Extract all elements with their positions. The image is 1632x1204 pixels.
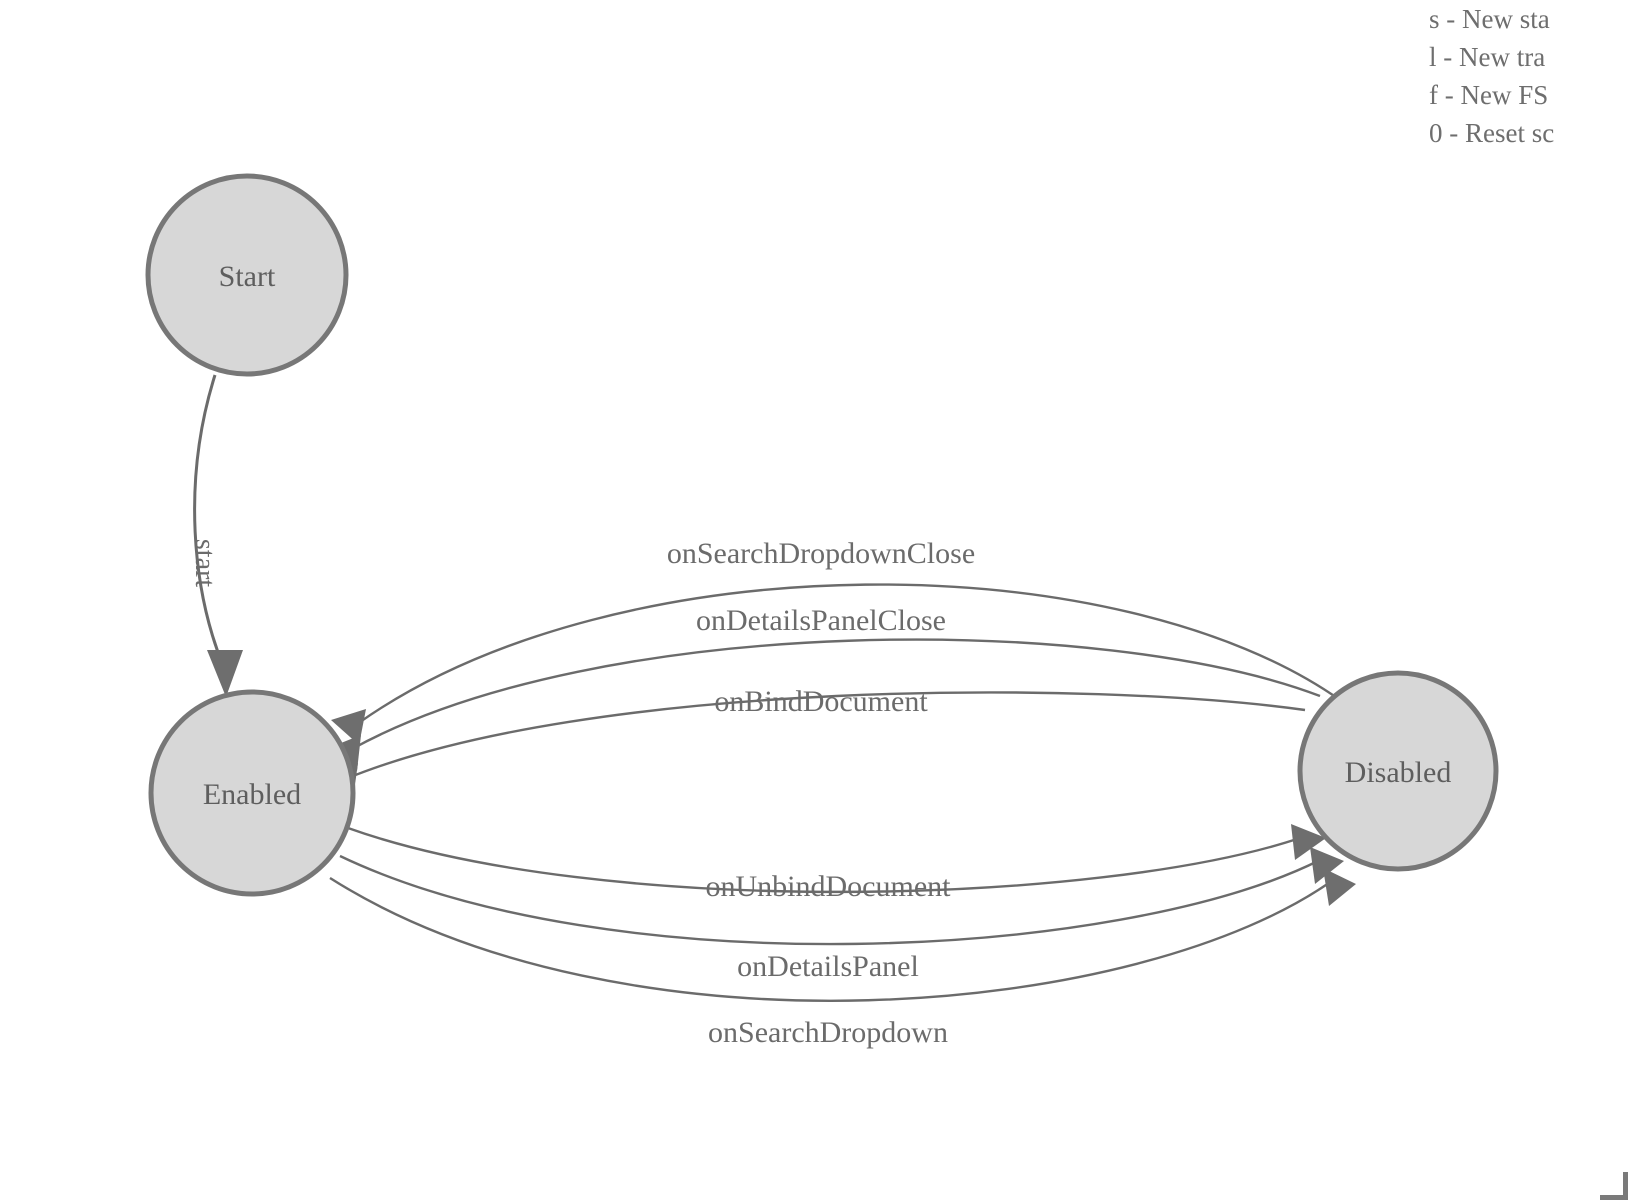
state-label: Start xyxy=(219,260,276,293)
arrow-head-icon xyxy=(207,650,243,697)
arrow-head-icon xyxy=(1310,847,1344,884)
edge-path xyxy=(347,826,1301,894)
arrow-head-icon xyxy=(331,709,366,745)
transition-label: onBindDocument xyxy=(714,685,928,718)
transition-on-bind-document[interactable]: onBindDocument xyxy=(323,685,1306,799)
edge-path xyxy=(193,374,226,669)
transition-label: onUnbindDocument xyxy=(706,870,952,903)
transition-label: onDetailsPanel xyxy=(737,950,919,983)
transition-start[interactable]: start xyxy=(189,374,243,697)
transition-on-search-dropdown-close[interactable]: onSearchDropdownClose xyxy=(331,537,1341,745)
corner-vertical-bar xyxy=(1623,1172,1628,1200)
edge-path xyxy=(347,691,1306,780)
state-node-disabled[interactable]: Disabled xyxy=(1297,670,1499,872)
transition-on-details-panel[interactable]: onDetailsPanel xyxy=(339,847,1344,983)
transition-label: onDetailsPanelClose xyxy=(696,604,946,637)
transition-label: onSearchDropdownClose xyxy=(667,537,975,570)
edge-path xyxy=(339,854,1321,946)
state-label: Enabled xyxy=(203,778,301,811)
transition-label: onSearchDropdown xyxy=(708,1016,948,1049)
state-node-start[interactable]: Start xyxy=(145,173,349,377)
transition-label: start xyxy=(189,539,220,587)
edge-path xyxy=(359,583,1341,723)
resize-corner-handle[interactable] xyxy=(1600,1172,1632,1204)
state-node-enabled[interactable]: Enabled xyxy=(148,689,356,897)
state-circle xyxy=(1297,670,1499,872)
transition-on-unbind-document[interactable]: onUnbindDocument xyxy=(347,824,1326,903)
state-label: Disabled xyxy=(1345,756,1452,789)
edge-path xyxy=(351,638,1321,751)
corner-horizontal-bar xyxy=(1600,1195,1628,1200)
transition-on-search-dropdown[interactable]: onSearchDropdown xyxy=(329,868,1356,1049)
edge-path xyxy=(329,876,1337,1002)
transition-on-details-panel-close[interactable]: onDetailsPanelClose xyxy=(326,604,1321,771)
arrow-head-icon xyxy=(1291,824,1326,860)
arrow-head-icon xyxy=(1323,868,1356,906)
state-circle xyxy=(148,689,356,897)
state-circle xyxy=(145,173,349,377)
